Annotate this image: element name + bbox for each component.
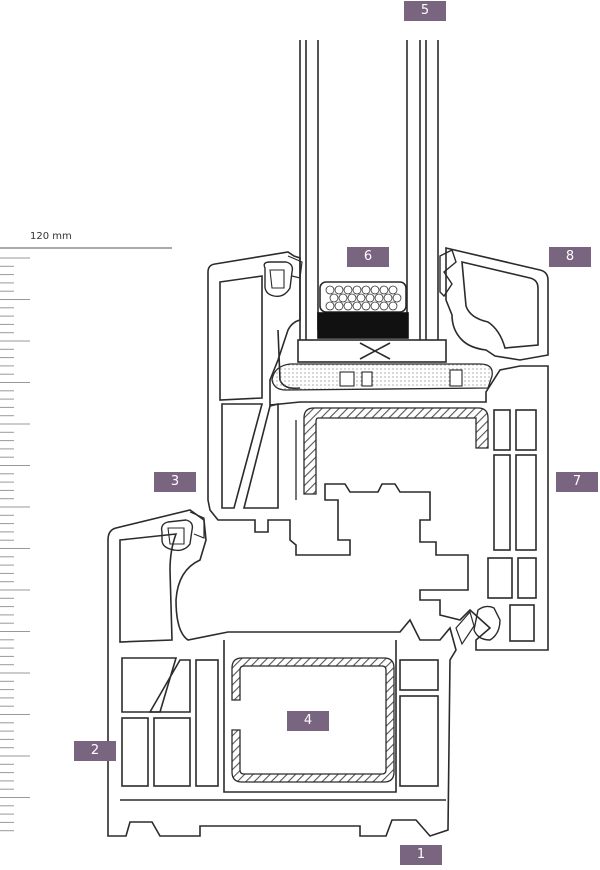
scale-ruler [0,247,172,832]
glazing-bead [439,246,549,361]
setting-block [297,339,447,363]
secondary-seal [317,312,409,339]
glass-spacer [319,281,407,313]
desiccant-dots [325,285,402,311]
callout-badge-4: 4 [287,711,329,731]
scale-label: 120 mm [30,231,72,242]
callout-badge-1: 1 [400,845,442,865]
callout-badge-6: 6 [347,247,389,267]
steel-reinforcement-sash [295,407,489,500]
steel-reinforcement-frame [231,657,395,783]
callout-badge-2: 2 [74,741,116,761]
glass-gasket [271,363,493,391]
callout-badge-8: 8 [549,247,591,267]
frame-profile [107,509,457,837]
callout-badge-7: 7 [556,472,598,492]
callout-badge-5: 5 [404,1,446,21]
callout-badge-3: 3 [154,472,196,492]
glazing-unit [297,40,447,363]
